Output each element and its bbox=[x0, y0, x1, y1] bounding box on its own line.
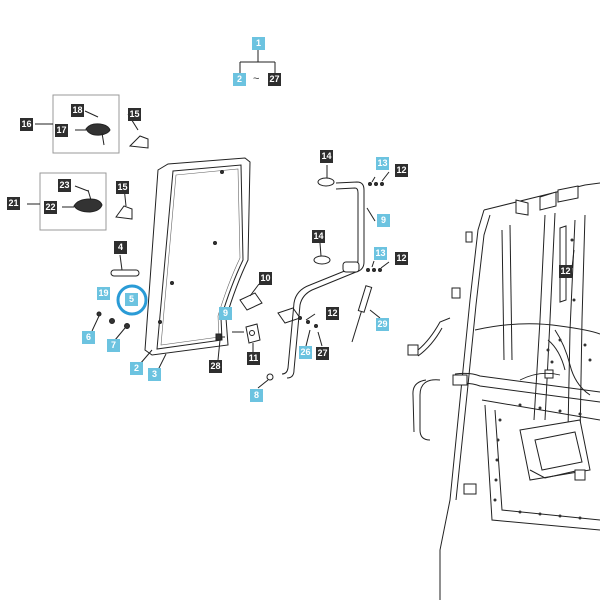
callout-2: 2 bbox=[130, 362, 143, 375]
callout-21: 21 bbox=[7, 197, 20, 210]
callout-27: 27 bbox=[268, 73, 281, 86]
callout-11: 11 bbox=[247, 352, 260, 365]
callout-22: 22 bbox=[44, 201, 57, 214]
callout-14: 14 bbox=[320, 150, 333, 163]
handle-upper bbox=[85, 123, 149, 149]
range-bracket bbox=[239, 50, 276, 73]
callout-4: 4 bbox=[114, 241, 127, 254]
handle-inset-box-lower bbox=[39, 172, 107, 231]
callout-19: 19 bbox=[97, 287, 110, 300]
callout-13: 13 bbox=[374, 247, 387, 260]
hinge-pin bbox=[110, 254, 140, 277]
callout-3: 3 bbox=[148, 368, 161, 381]
callout-14: 14 bbox=[312, 230, 325, 243]
callout-1: 1 bbox=[252, 37, 265, 50]
handle-lower bbox=[73, 189, 133, 220]
range-tilde: ~ bbox=[253, 73, 260, 85]
callout-28: 28 bbox=[209, 360, 222, 373]
callout-15: 15 bbox=[128, 108, 141, 121]
callout-12: 12 bbox=[326, 307, 339, 320]
callout-15: 15 bbox=[116, 181, 129, 194]
callout-2: 2 bbox=[233, 73, 246, 86]
door-glass-panel bbox=[144, 157, 251, 356]
callout-27: 27 bbox=[316, 347, 329, 360]
callout-6: 6 bbox=[82, 331, 95, 344]
latch-assembly bbox=[215, 283, 301, 389]
callout-7: 7 bbox=[107, 339, 120, 352]
cab-frame-bolts bbox=[493, 238, 592, 520]
callout-5[interactable]: 5 bbox=[125, 293, 138, 306]
cab-frame bbox=[407, 182, 600, 600]
callout-13: 13 bbox=[376, 157, 389, 170]
callout-29: 29 bbox=[376, 318, 389, 331]
callout-12: 12 bbox=[395, 252, 408, 265]
callout-16: 16 bbox=[20, 118, 33, 131]
rubber-pad bbox=[317, 177, 335, 187]
callout-17: 17 bbox=[55, 124, 68, 137]
callout-12: 12 bbox=[395, 164, 408, 177]
grab-rail bbox=[281, 181, 376, 379]
callout-9: 9 bbox=[219, 307, 232, 320]
callout-9: 9 bbox=[377, 214, 390, 227]
rubber-pad bbox=[313, 255, 331, 265]
callout-10: 10 bbox=[259, 272, 272, 285]
callout-8: 8 bbox=[250, 389, 263, 402]
callout-26: 26 bbox=[299, 346, 312, 359]
callout-23: 23 bbox=[58, 179, 71, 192]
gas-strut bbox=[351, 285, 381, 343]
callout-12: 12 bbox=[559, 265, 572, 278]
highlight-ring bbox=[116, 284, 148, 316]
callout-18: 18 bbox=[71, 104, 84, 117]
